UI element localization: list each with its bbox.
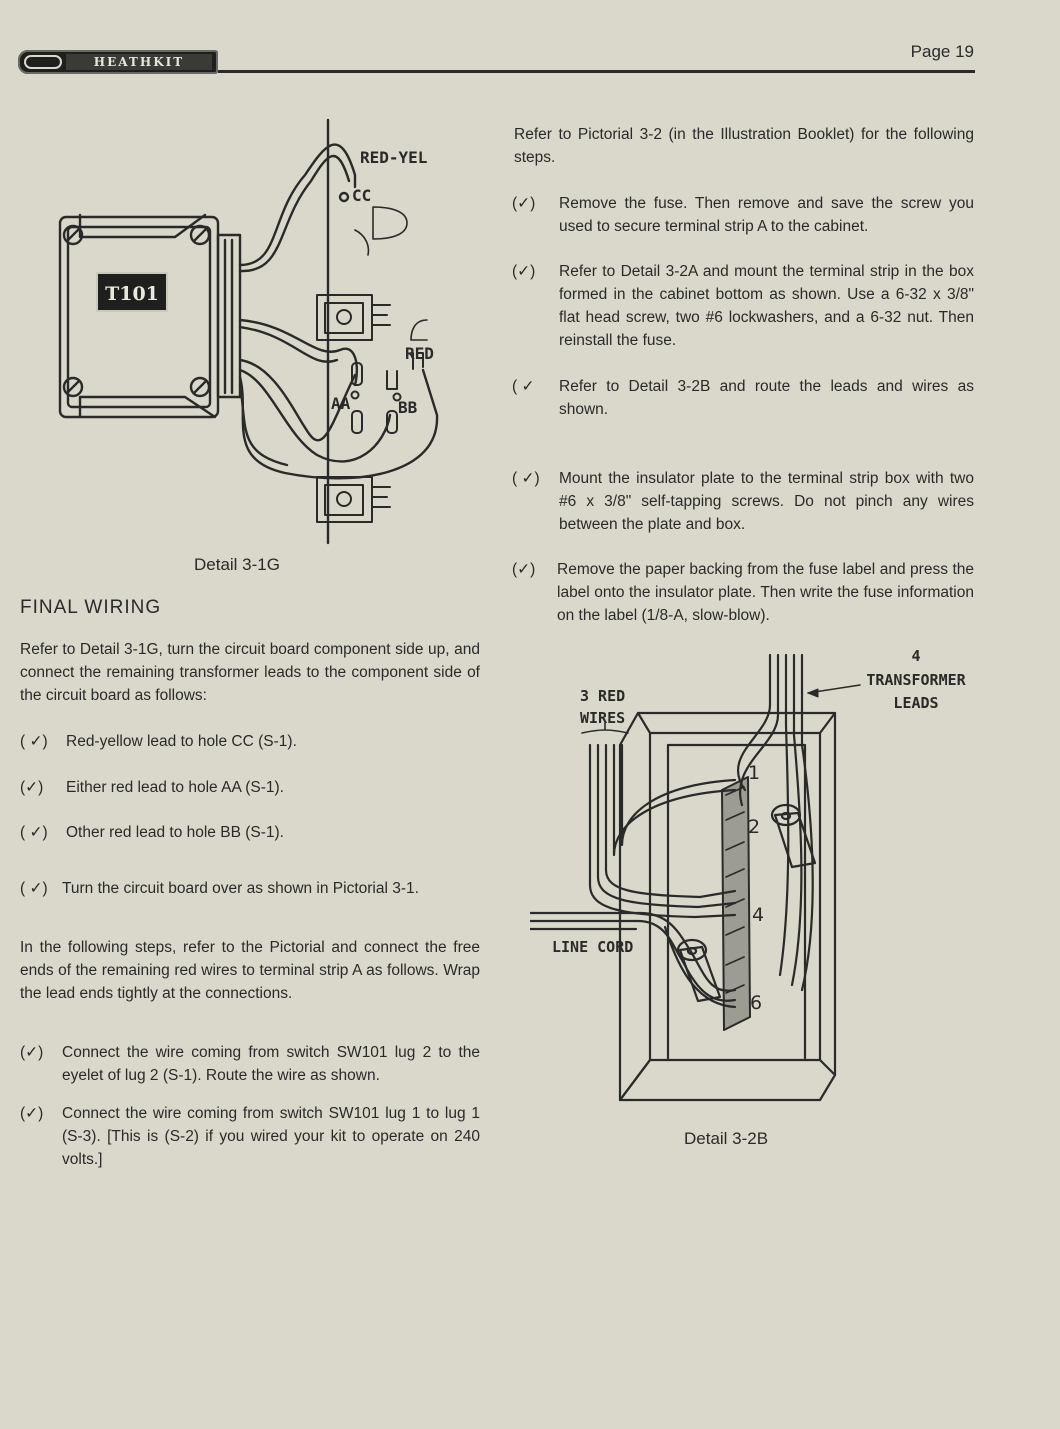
step-either-red: (✓) Either red lead to hole AA (S-1). — [20, 776, 480, 800]
lug-1-label: 1 — [748, 762, 760, 784]
checkbox-mark: ( ✓) — [20, 733, 48, 750]
label-4: 4 — [911, 647, 920, 665]
step-text: Remove the fuse. Then remove and save th… — [559, 195, 974, 235]
terminal-strip-box — [618, 711, 837, 1102]
step-remove-fuse: (✓) Remove the fuse. Then remove and sav… — [512, 192, 974, 240]
final-wiring-intro-2: In the following steps, refer to the Pic… — [20, 939, 480, 1002]
step-text: Red-yellow lead to hole CC (S-1). — [66, 733, 297, 750]
detail-3-2b-illustration: 1 2 4 6 3 RED WIRES 4 TRANSFORMER LEADS … — [530, 647, 967, 1102]
lug-4-label: 4 — [752, 904, 764, 926]
checkbox-mark: (✓) — [20, 1105, 44, 1122]
step-text: Turn the circuit board over as shown in … — [62, 880, 419, 897]
step-text: Either red lead to hole AA (S-1). — [66, 779, 284, 796]
heathkit-logo: HEATHKIT — [18, 50, 218, 74]
page-number: Page 19 — [910, 42, 974, 61]
step-other-red: ( ✓) Other red lead to hole BB (S-1). — [20, 821, 480, 845]
checkbox-mark: ( ✓) — [20, 824, 48, 841]
step-sw101-lug2: (✓) Connect the wire coming from switch … — [20, 1041, 480, 1089]
label-line-cord: LINE CORD — [552, 938, 633, 956]
header-rule — [218, 70, 975, 73]
board-components — [316, 294, 428, 523]
lug-6-label: 6 — [750, 992, 762, 1014]
step-route-leads: ( ✓ Refer to Detail 3-2B and route the l… — [512, 375, 974, 423]
step-text: Mount the insulator plate to the termina… — [559, 470, 974, 533]
pictorial-3-2-intro: Refer to Pictorial 3-2 (in the Illustrat… — [514, 126, 974, 166]
cc-eyelet — [338, 191, 408, 256]
lug-2-label: 2 — [748, 816, 760, 838]
logo-emblem-icon — [24, 55, 62, 69]
final-wiring-heading: FINAL WIRING — [20, 597, 162, 618]
label-leads: LEADS — [893, 694, 938, 712]
brand-name: HEATHKIT — [66, 54, 212, 70]
checkbox-mark: ( ✓ — [512, 378, 535, 395]
checkbox-mark: ( ✓) — [20, 880, 48, 897]
step-red-yellow: ( ✓) Red-yellow lead to hole CC (S-1). — [20, 730, 480, 754]
label-cc: CC — [352, 186, 371, 205]
label-red-yel: RED-YEL — [360, 148, 427, 167]
detail-3-1g-illustration: T101 RED-YEL CC RED AA — [58, 118, 439, 545]
detail-3-1g-caption: Detail 3-1G — [194, 555, 280, 574]
label-aa: AA — [331, 394, 351, 413]
step-text: Refer to Detail 3-2B and route the leads… — [559, 378, 974, 418]
label-bb: BB — [398, 398, 418, 417]
label-transformer: TRANSFORMER — [866, 671, 966, 689]
checkbox-mark: ( ✓) — [512, 470, 540, 487]
line-cord — [530, 911, 737, 1009]
checkbox-mark: (✓) — [512, 195, 536, 212]
label-3-red: 3 RED — [580, 687, 625, 705]
step-turn-board: ( ✓) Turn the circuit board over as show… — [20, 877, 480, 901]
label-t101: T101 — [105, 283, 159, 305]
step-fuse-label: (✓) Remove the paper backing from the fu… — [512, 558, 974, 630]
label-wires: WIRES — [580, 709, 625, 727]
final-wiring-intro: Refer to Detail 3-1G, turn the circuit b… — [20, 641, 480, 704]
checkbox-mark: (✓) — [20, 1044, 44, 1061]
step-text: Remove the paper backing from the fuse l… — [557, 561, 974, 624]
step-text: Other red lead to hole BB (S-1). — [66, 824, 284, 841]
checkbox-mark: (✓) — [512, 263, 536, 280]
step-sw101-lug1: (✓) Connect the wire coming from switch … — [20, 1102, 480, 1174]
step-text: Connect the wire coming from switch SW10… — [62, 1044, 480, 1084]
transformer-leads — [737, 653, 861, 992]
step-text: Connect the wire coming from switch SW10… — [62, 1105, 480, 1168]
checkbox-mark: (✓) — [20, 779, 44, 796]
step-mount-insulator: ( ✓) Mount the insulator plate to the te… — [512, 467, 974, 539]
checkbox-mark: (✓) — [512, 561, 536, 578]
step-mount-terminal-strip: (✓) Refer to Detail 3-2A and mount the t… — [512, 260, 974, 354]
step-text: Refer to Detail 3-2A and mount the termi… — [559, 263, 974, 349]
red-wires — [581, 722, 737, 919]
detail-3-2b-caption: Detail 3-2B — [684, 1129, 769, 1148]
transformer-t101 — [58, 213, 242, 419]
label-red: RED — [405, 344, 434, 363]
